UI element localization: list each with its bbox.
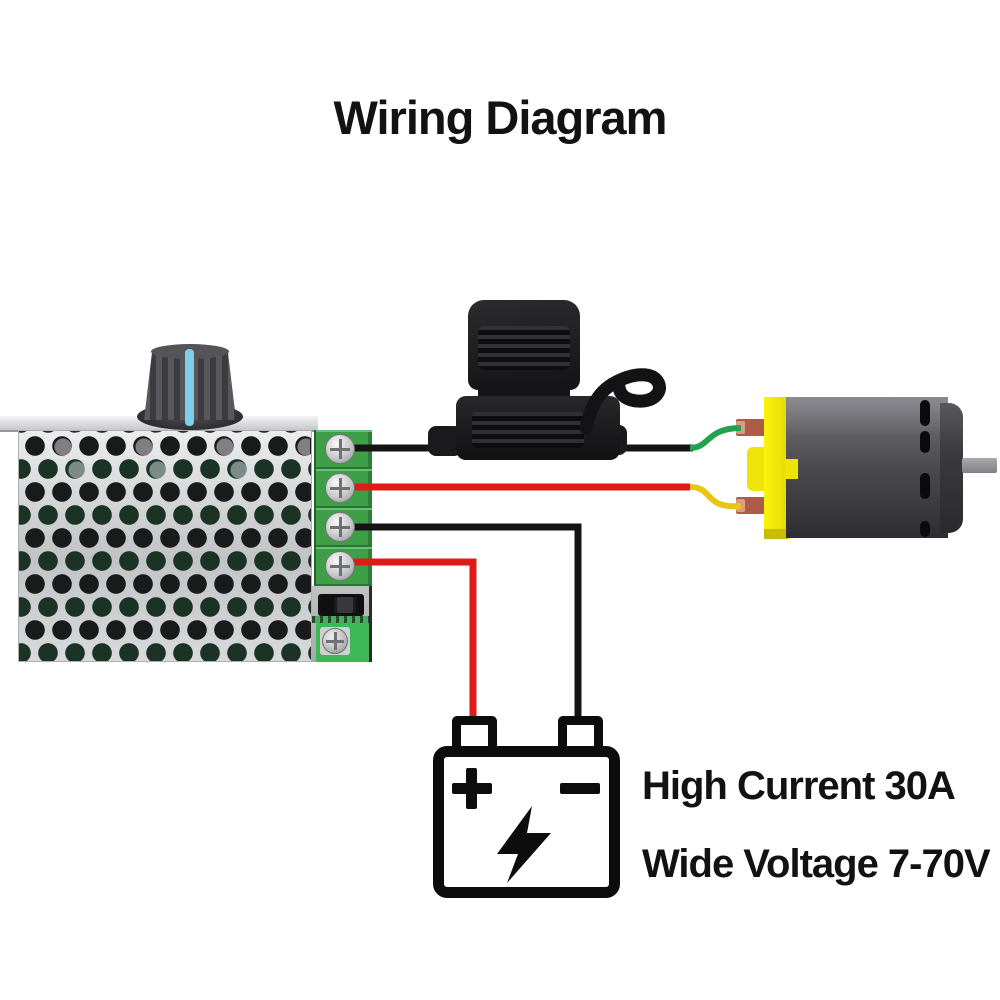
- terminal-4: [314, 547, 372, 586]
- wire-green-to-motor-top: [689, 425, 742, 451]
- motor-vent-slot: [920, 431, 930, 453]
- battery-minus-symbol: [560, 783, 600, 794]
- motor-endbell: [940, 403, 963, 533]
- battery-plus-symbol: [466, 768, 477, 809]
- motor-vent-slot: [920, 400, 930, 426]
- wire-black-to-battery-negative: [345, 523, 582, 716]
- motor-endcap-key: [785, 459, 798, 479]
- fuse-body-ridges: [472, 412, 584, 448]
- page-title: Wiring Diagram: [333, 91, 668, 144]
- knob-indicator-stripe: [185, 349, 194, 426]
- terminal-2-screw-icon: [325, 473, 355, 503]
- motor-vent-slot: [920, 521, 930, 537]
- terminal-block: [314, 430, 372, 586]
- spec-current-label: High Current 30A: [642, 764, 956, 808]
- case-reflection: [20, 432, 310, 480]
- lightning-bolt-icon: [497, 806, 551, 883]
- spec-voltage-label: Wide Voltage 7-70V: [642, 842, 991, 886]
- terminal-3-screw-icon: [325, 512, 355, 542]
- controller-side-panel: [312, 586, 372, 662]
- panel-screw-icon: [322, 628, 348, 654]
- terminal-4-screw-icon: [325, 551, 355, 581]
- terminal-1: [314, 430, 372, 469]
- motor-endcap: [764, 397, 789, 539]
- terminal-1-screw-icon: [325, 434, 355, 464]
- wire-yellow-to-motor-bottom: [689, 484, 742, 510]
- slide-switch-knob: [334, 597, 356, 613]
- motor-endcap-tab: [747, 447, 769, 491]
- slide-switch: [318, 594, 364, 616]
- motor-vent-slot: [920, 473, 930, 499]
- fuse-cap-ridges: [478, 326, 570, 370]
- fuse-hook-loop: [579, 368, 666, 435]
- terminal-2: [314, 469, 372, 508]
- motor-shaft: [962, 458, 997, 473]
- fuse-hook-path: [579, 368, 666, 435]
- wire-red-to-battery-positive: [345, 558, 477, 716]
- pcb-edge-strip: [312, 616, 369, 623]
